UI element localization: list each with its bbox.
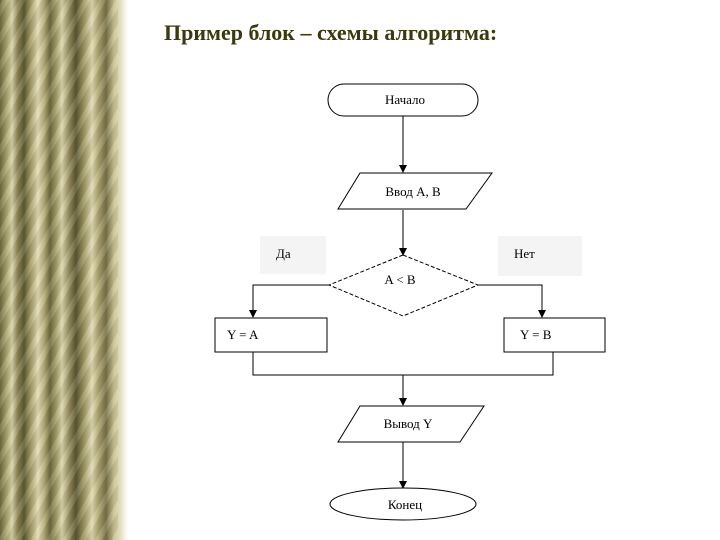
condition-diamond	[327, 254, 480, 317]
arrow-condition-yes	[249, 284, 330, 318]
input-block	[337, 172, 493, 210]
no-label: Нет	[514, 246, 535, 261]
output-label: Вывод Y	[384, 416, 433, 431]
no-label-box	[498, 236, 582, 276]
no-action-label: Y = B	[520, 327, 552, 342]
no-action-block	[503, 317, 606, 353]
start-terminal	[327, 83, 479, 117]
yes-action-block	[214, 317, 328, 353]
end-terminal	[329, 487, 477, 521]
end-label: Конец	[388, 497, 422, 512]
decorative-curtain	[0, 0, 128, 540]
output-block	[337, 405, 485, 443]
condition-label: A < B	[384, 272, 416, 287]
curtain-texture	[0, 0, 118, 540]
merge-line	[252, 352, 554, 376]
start-label: Начало	[385, 92, 425, 107]
yes-action-label: Y = A	[227, 327, 259, 342]
yes-label: Да	[276, 246, 291, 261]
slide-title: Пример блок – схемы алгоритма:	[164, 20, 498, 45]
arrow-condition-no	[476, 284, 546, 318]
input-label: Ввод A, B	[385, 184, 441, 199]
yes-label-box	[260, 236, 326, 274]
connector-lines	[249, 116, 554, 489]
